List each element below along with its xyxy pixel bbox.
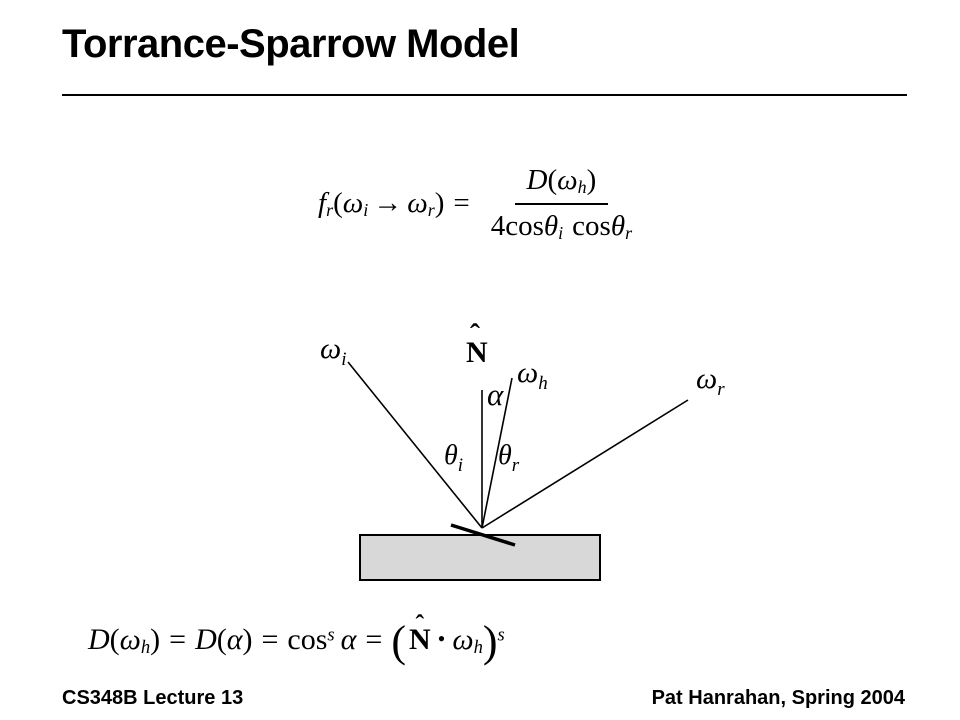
theta-r-symbol: θ bbox=[498, 440, 512, 471]
f-symbol: f bbox=[318, 186, 327, 219]
theta-r-symbol: θ bbox=[610, 209, 626, 242]
big-close-paren: ) bbox=[482, 617, 498, 666]
omega-r-label: ωr bbox=[696, 362, 725, 400]
omega-h-symbol: ω bbox=[557, 164, 578, 196]
normal-label: N bbox=[466, 336, 488, 369]
page-title: Torrance-Sparrow Model bbox=[62, 22, 520, 66]
footer-author-label: Pat Hanrahan, Spring 2004 bbox=[651, 687, 905, 709]
close-paren: ) bbox=[242, 623, 253, 656]
omega-h-symbol: ω bbox=[119, 623, 141, 656]
geometry-diagram: ωi N ˆ ωh ωr α θi θr bbox=[320, 320, 725, 581]
omega-r-symbol: ω bbox=[696, 362, 717, 395]
D-symbol: D bbox=[526, 164, 548, 196]
equals-sign: = bbox=[365, 623, 383, 656]
big-open-paren: ( bbox=[391, 617, 406, 666]
omega-h-subscript: h bbox=[577, 176, 587, 197]
theta-i-symbol: θ bbox=[543, 209, 559, 242]
omega-h-subscript: h bbox=[538, 373, 548, 394]
theta-i-symbol: θ bbox=[444, 440, 458, 471]
normal-hat-icon: ˆ bbox=[470, 320, 480, 351]
surface-rect bbox=[359, 534, 601, 581]
footer-course-label: CS348B Lecture 13 bbox=[62, 687, 244, 709]
omega-r-ray bbox=[481, 399, 689, 529]
omega-i-symbol: ω bbox=[320, 332, 341, 365]
theta-r-subscript: r bbox=[625, 222, 633, 243]
alpha-symbol: α bbox=[226, 623, 243, 656]
dot-product-icon: • bbox=[437, 626, 446, 651]
equals-sign: = bbox=[261, 623, 279, 656]
N-symbol: N bbox=[409, 623, 431, 656]
brdf-lhs: fr(ωi→ωr)= bbox=[318, 187, 479, 221]
D-symbol: D bbox=[195, 623, 217, 656]
f-subscript: r bbox=[326, 199, 334, 220]
cos-function: cos bbox=[505, 209, 544, 242]
fraction-numerator: D(ωh) bbox=[514, 164, 609, 205]
title-divider bbox=[62, 94, 907, 96]
omega-h-symbol: ω bbox=[452, 623, 474, 656]
open-paren: ( bbox=[547, 164, 558, 196]
open-paren: ( bbox=[109, 623, 120, 656]
close-paren: ) bbox=[434, 186, 445, 219]
coefficient-4: 4 bbox=[490, 209, 506, 242]
omega-i-symbol: ω bbox=[342, 186, 364, 219]
omega-r-subscript: r bbox=[427, 199, 435, 220]
microfacet-line bbox=[450, 523, 516, 547]
omega-i-ray bbox=[347, 361, 483, 529]
omega-r-symbol: ω bbox=[407, 186, 428, 219]
omega-h-ray bbox=[481, 377, 513, 529]
theta-i-subscript: i bbox=[558, 222, 564, 243]
equals-sign: = bbox=[453, 186, 470, 219]
theta-i-subscript: i bbox=[458, 455, 463, 476]
equals-sign: = bbox=[169, 623, 187, 656]
alpha-label: α bbox=[487, 377, 504, 412]
open-paren: ( bbox=[216, 623, 227, 656]
omega-i-subscript: i bbox=[341, 349, 346, 370]
exponent-s: s bbox=[497, 624, 505, 646]
omega-h-symbol: ω bbox=[517, 356, 538, 389]
theta-r-label: θr bbox=[498, 440, 520, 476]
omega-i-label: ωi bbox=[320, 332, 346, 370]
omega-h-label: ωh bbox=[517, 356, 548, 394]
omega-i-subscript: i bbox=[363, 199, 369, 220]
open-paren: ( bbox=[333, 186, 343, 219]
D-symbol: D bbox=[88, 623, 110, 656]
arrow-symbol: → bbox=[373, 186, 403, 219]
close-paren: ) bbox=[586, 164, 597, 196]
theta-r-subscript: r bbox=[512, 455, 520, 476]
cos-function: cos bbox=[572, 209, 611, 242]
close-paren: ) bbox=[150, 623, 161, 656]
theta-i-label: θi bbox=[444, 440, 463, 476]
omega-r-subscript: r bbox=[717, 379, 725, 400]
alpha-symbol: α bbox=[340, 623, 357, 656]
omega-h-subscript: h bbox=[140, 637, 151, 659]
omega-h-subscript: h bbox=[473, 637, 483, 659]
exponent-s: s bbox=[327, 624, 335, 646]
hat-icon: ˆ bbox=[415, 610, 425, 639]
cos-function: cos bbox=[287, 623, 328, 656]
